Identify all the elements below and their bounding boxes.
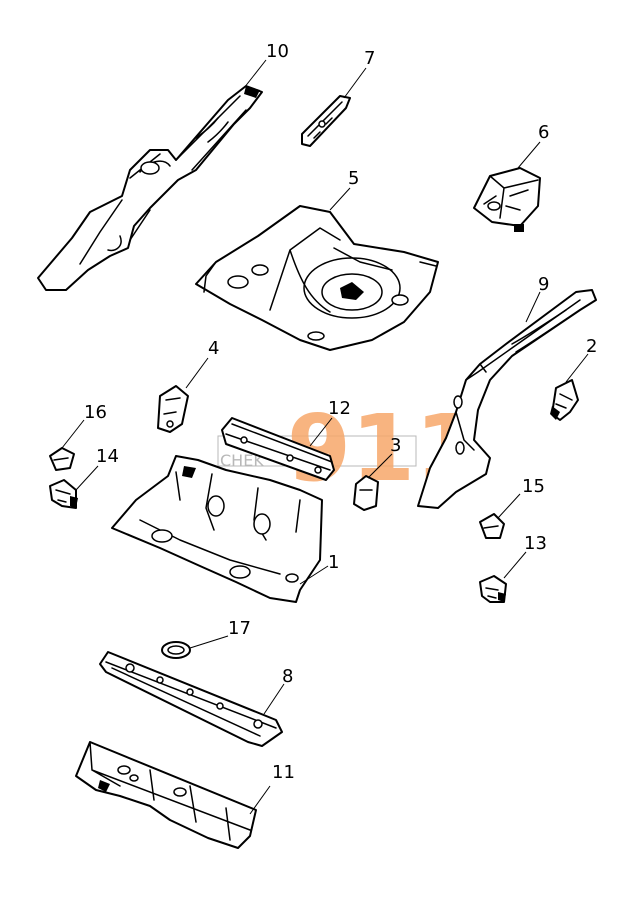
part-8-cross-member[interactable] bbox=[99, 651, 283, 747]
callout-label-1: 1 bbox=[328, 552, 339, 573]
callout-label-15: 15 bbox=[522, 476, 545, 497]
callout-label-11: 11 bbox=[272, 762, 295, 783]
watermark-small-text: CHEK bbox=[220, 451, 264, 470]
callout-label-7: 7 bbox=[364, 48, 375, 69]
part-6-box-bracket[interactable] bbox=[473, 167, 541, 232]
callout-6: 6 bbox=[517, 122, 549, 169]
callout-label-2: 2 bbox=[586, 336, 597, 357]
callout-label-16: 16 bbox=[84, 402, 107, 423]
callout-label-3: 3 bbox=[390, 435, 401, 456]
callout-label-5: 5 bbox=[348, 168, 359, 189]
callout-2: 2 bbox=[565, 336, 597, 383]
part-17-grommet[interactable] bbox=[161, 641, 191, 659]
part-15-clip[interactable] bbox=[479, 513, 505, 539]
callout-4: 4 bbox=[185, 338, 219, 389]
part-14-bracket[interactable] bbox=[49, 479, 78, 509]
callout-label-12: 12 bbox=[328, 398, 351, 419]
callout-label-8: 8 bbox=[282, 666, 293, 687]
callout-16: 16 bbox=[61, 402, 107, 449]
callout-7: 7 bbox=[343, 48, 375, 99]
callout-3: 3 bbox=[367, 435, 401, 479]
callout-14: 14 bbox=[75, 446, 119, 491]
callout-15: 15 bbox=[497, 476, 545, 519]
callout-9: 9 bbox=[525, 274, 549, 323]
part-12-cross-member[interactable] bbox=[221, 417, 335, 481]
callout-11: 11 bbox=[249, 762, 295, 815]
part-2-bracket[interactable] bbox=[550, 379, 579, 421]
callout-label-10: 10 bbox=[266, 41, 289, 62]
callout-label-4: 4 bbox=[208, 338, 219, 359]
part-4-bracket[interactable] bbox=[157, 385, 189, 433]
part-10-side-member[interactable] bbox=[37, 85, 263, 291]
part-13-bracket[interactable] bbox=[479, 575, 507, 603]
callout-label-14: 14 bbox=[96, 446, 119, 467]
callout-label-17: 17 bbox=[228, 618, 251, 639]
part-1-floor-pan[interactable] bbox=[111, 455, 323, 603]
callout-13: 13 bbox=[503, 533, 547, 579]
part-16-clip[interactable] bbox=[49, 447, 75, 471]
callout-5: 5 bbox=[329, 168, 359, 211]
part-5-rear-floor[interactable] bbox=[195, 205, 439, 351]
part-7-bracket[interactable] bbox=[301, 95, 351, 147]
callout-17: 17 bbox=[189, 618, 251, 649]
callout-8: 8 bbox=[263, 666, 293, 715]
callout-1: 1 bbox=[299, 552, 339, 585]
part-9-side-member[interactable] bbox=[417, 289, 597, 509]
part-3-cap[interactable] bbox=[353, 475, 379, 511]
callout-label-9: 9 bbox=[538, 274, 549, 295]
callout-12: 12 bbox=[309, 398, 351, 447]
callout-label-6: 6 bbox=[538, 122, 549, 143]
callout-10: 10 bbox=[243, 41, 289, 89]
callout-label-13: 13 bbox=[524, 533, 547, 554]
part-11-front-floor[interactable] bbox=[75, 741, 257, 849]
